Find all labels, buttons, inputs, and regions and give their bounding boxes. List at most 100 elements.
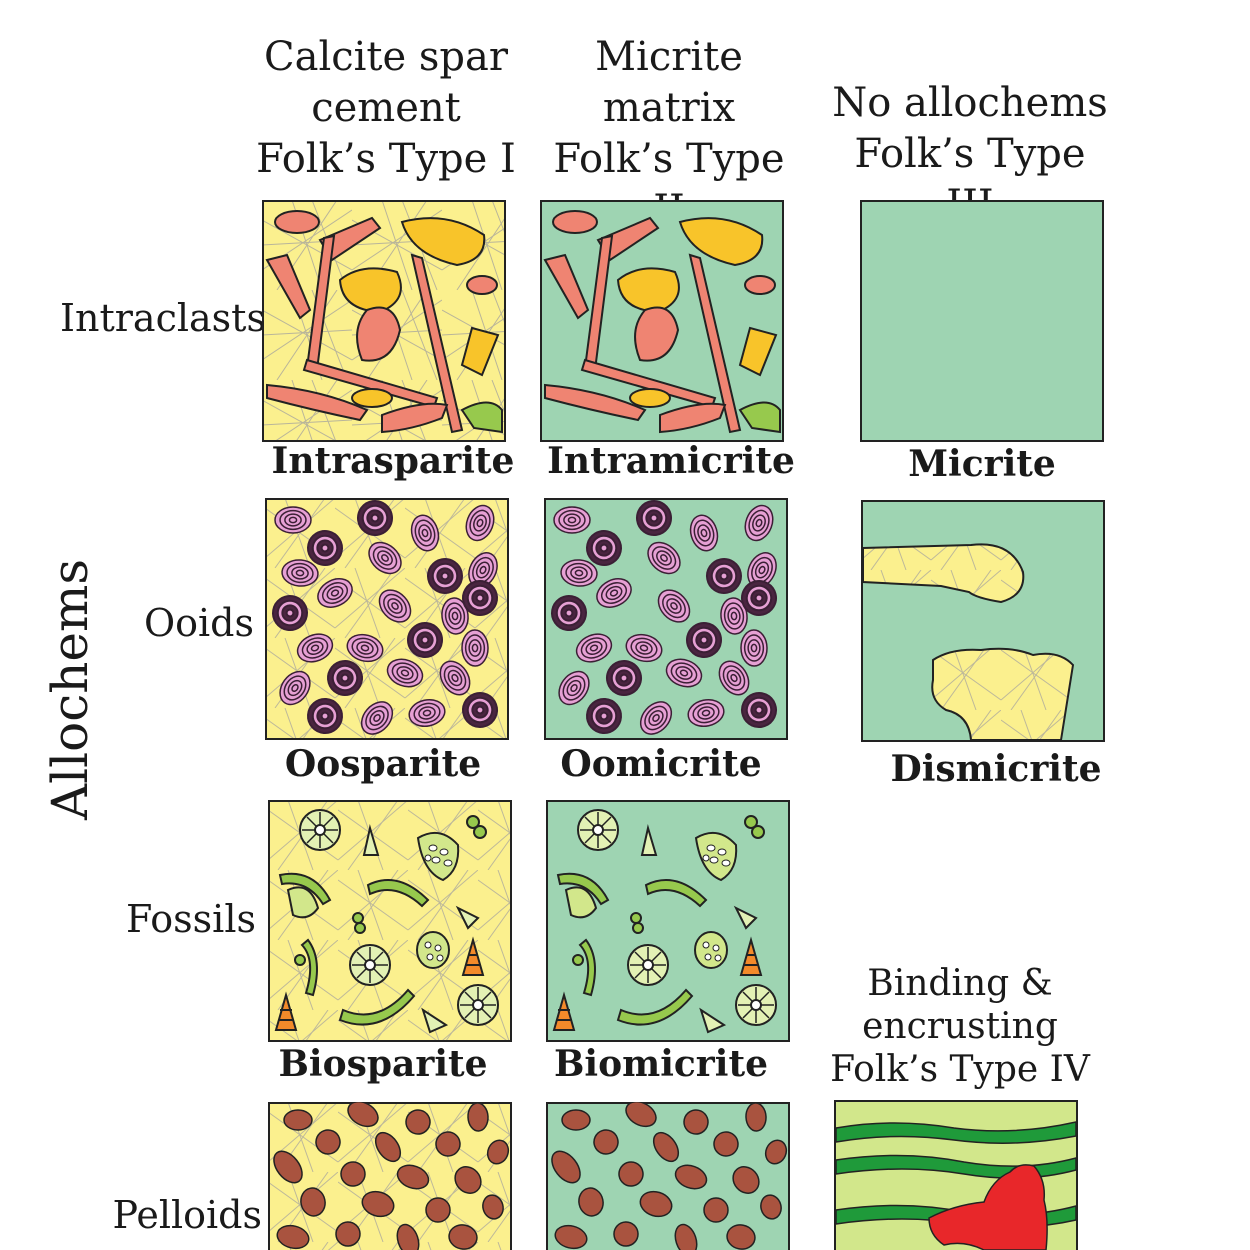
biomicrite-tile	[546, 800, 790, 1042]
row-label-ooids: Ooids	[143, 601, 254, 645]
pelloid-grain	[486, 1139, 510, 1165]
pelloid-grain	[703, 1197, 729, 1223]
ooid-grain	[625, 633, 663, 663]
rock-name-intramicrite: Intramicrite	[547, 440, 795, 482]
ooid-grain	[720, 597, 748, 635]
header-line: Folk’s Type III	[854, 131, 1086, 228]
ooid-grain	[307, 698, 343, 734]
ooid-grain	[553, 506, 591, 534]
header-line: Folk’s Type IV	[830, 1049, 1090, 1090]
ooid-grain	[296, 633, 334, 663]
pelloid-grain	[593, 1129, 619, 1155]
pelloid-grain	[361, 1190, 395, 1218]
pelloid-grain	[639, 1190, 673, 1218]
ooid-grain	[368, 541, 402, 575]
pelloid-grain	[396, 1164, 430, 1190]
pelloid-grain	[283, 1109, 313, 1131]
ooid-grain	[741, 692, 777, 728]
ooid-grain	[636, 500, 672, 536]
ooid-grain	[465, 504, 495, 542]
ooid-grain	[586, 698, 622, 734]
rock-name-micrite: Micrite	[908, 443, 1056, 485]
ooid-grain	[346, 633, 384, 663]
ooid-grain	[665, 658, 703, 688]
biosparite-tile	[268, 800, 512, 1042]
pelloid-grain	[482, 1194, 504, 1220]
pelloid-grain	[732, 1166, 760, 1194]
pelmicrite-tile	[546, 1102, 790, 1250]
pelloid-grain	[276, 1224, 310, 1250]
rock-name-oomicrite: Oomicrite	[560, 743, 762, 785]
header-line: Binding &	[867, 963, 1053, 1004]
ooid-grain	[360, 701, 394, 735]
ooid-grain	[461, 629, 489, 667]
pelloid-grain	[340, 1161, 366, 1187]
rock-name-oosparite: Oosparite	[284, 743, 482, 785]
ooid-grain	[307, 530, 343, 566]
pelloid-grain	[578, 1187, 604, 1217]
oomicrite-tile	[544, 498, 788, 740]
pelloid-grain	[625, 1102, 657, 1128]
ooid-grain	[410, 514, 440, 552]
pelloid-grain	[315, 1129, 341, 1155]
ooid-grain	[462, 692, 498, 728]
pelloid-grain	[347, 1102, 379, 1128]
ooid-grain	[686, 622, 722, 658]
pelloid-grain	[551, 1150, 581, 1184]
ooid-grain	[386, 658, 424, 688]
ooid-grain	[706, 558, 742, 594]
ooid-grain	[281, 559, 319, 587]
rock-name-intrasparite: Intrasparite	[271, 440, 515, 482]
pelloid-grain	[425, 1197, 451, 1223]
rock-name-biomicrite: Biomicrite	[554, 1043, 768, 1085]
pelloid-grain	[745, 1102, 767, 1132]
ooid-grain	[747, 552, 777, 588]
ooid-grain	[327, 660, 363, 696]
ooid-grain	[551, 595, 587, 631]
ooid-grain	[689, 514, 719, 552]
column-header-type-3: No allochems Folk’s Type III	[825, 78, 1115, 231]
header-line: encrusting	[862, 1006, 1058, 1047]
pelloid-grain	[764, 1139, 788, 1165]
header-line: Folk’s Type II	[553, 136, 785, 233]
pelloid-grain	[454, 1166, 482, 1194]
rock-name-dismicrite: Dismicrite	[890, 748, 1102, 790]
ooid-grain	[408, 698, 446, 728]
ooid-grain	[558, 670, 590, 706]
intramicrite-tile	[540, 200, 784, 442]
pelloid-grain	[652, 1131, 680, 1163]
pelloid-grain	[674, 1164, 708, 1190]
rock-name-biosparite: Biosparite	[278, 1043, 488, 1085]
header-line: Calcite spar	[263, 34, 508, 80]
ooid-grain	[718, 660, 750, 696]
row-label-intraclasts: Intraclasts	[60, 296, 266, 340]
header-line: Folk’s Type I	[256, 136, 516, 182]
pelloid-grain	[374, 1131, 402, 1163]
pelloid-grain	[713, 1131, 739, 1157]
header-line: Micrite	[595, 34, 743, 80]
ooid-grain	[274, 506, 312, 534]
pelloid-grain	[683, 1109, 709, 1135]
pelloid-grain	[618, 1161, 644, 1187]
ooid-grain	[575, 633, 613, 663]
dismicrite-tile	[861, 500, 1105, 742]
ooid-grain	[740, 629, 768, 667]
row-label-fossils: Fossils	[126, 897, 256, 941]
ooid-grain	[357, 500, 393, 536]
header-line: matrix	[602, 85, 736, 131]
ooid-grain	[606, 660, 642, 696]
ooid-grain	[586, 530, 622, 566]
ooid-grain	[560, 559, 598, 587]
ooid-grain	[596, 578, 632, 608]
pelloid-grain	[396, 1223, 420, 1250]
pelloid-grain	[561, 1109, 591, 1131]
pelloid-grain	[613, 1221, 639, 1247]
intrasparite-tile	[262, 200, 506, 442]
pelloid-grain	[273, 1150, 303, 1184]
ooid-grain	[317, 578, 353, 608]
column-header-type-4: Binding & encrusting Folk’s Type IV	[830, 962, 1090, 1091]
ooid-grain	[687, 698, 725, 728]
column-header-type-2: Micrite matrix Folk’s Type II	[535, 32, 803, 236]
pelloid-grain	[405, 1109, 431, 1135]
ooid-grain	[439, 660, 471, 696]
